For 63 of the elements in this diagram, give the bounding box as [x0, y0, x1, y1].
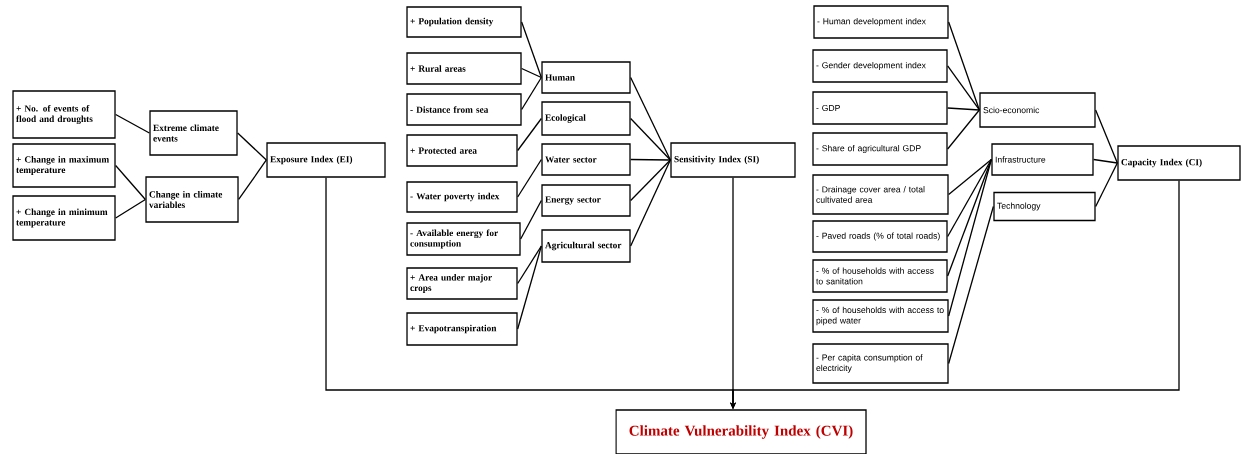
input-box: + Change in minimum temperature: [12, 195, 116, 241]
connector-line: [630, 159, 671, 202]
index-box: Exposure Index (EI): [266, 142, 386, 178]
input-box: - Available energy for consumption: [406, 222, 521, 256]
category-box: Change in climate variables: [145, 176, 239, 223]
connector-line: [521, 76, 542, 111]
connector-line: [115, 164, 146, 201]
index-box: Sensitivity Index (SI): [670, 142, 796, 178]
category-box: Scio-economic: [979, 92, 1096, 128]
input-box: - Per capita consumption of electricity: [812, 343, 949, 384]
connector-line: [517, 158, 542, 198]
input-box: - % of households with access to sanitation: [812, 259, 948, 293]
index-box: Capacity Index (CI): [1117, 145, 1241, 181]
connector-line: [947, 158, 992, 238]
connector-line: [115, 198, 146, 219]
input-box: + Rural areas: [406, 52, 522, 85]
connector-line: [521, 67, 542, 79]
connector-line: [948, 158, 992, 196]
connector-line: [1095, 162, 1118, 208]
connector-line: [630, 117, 671, 161]
connector-line: [630, 158, 671, 161]
input-box: + Population density: [406, 6, 522, 38]
connector-line: [521, 21, 542, 79]
input-box: - Drainage cover area / total cultivated area: [812, 174, 949, 215]
connector-line: [237, 132, 267, 161]
input-box: - Water poverty index: [406, 181, 518, 213]
connector-line: [115, 113, 150, 134]
connector-line: [948, 21, 980, 111]
input-box: + Protected area: [406, 134, 518, 167]
connector-line: [520, 199, 542, 240]
connector-line: [1095, 109, 1118, 164]
input-box: - Share of agricultural GDP: [812, 132, 948, 166]
input-box: + No. of events of flood and droughts: [12, 90, 116, 139]
connector-line: [947, 107, 980, 111]
connector-line: [1093, 158, 1118, 164]
category-box: Infrastructure: [991, 143, 1094, 176]
connector-line: [517, 245, 542, 285]
connector-line: [947, 109, 980, 150]
category-box: Human: [541, 61, 631, 94]
category-box: Agricultural sector: [541, 229, 631, 263]
input-box: - GDP: [812, 91, 948, 125]
category-box: Water sector: [541, 143, 631, 176]
connector-line: [238, 159, 267, 201]
result-box: Climate Vulnerability Index (CVI): [615, 409, 867, 454]
input-box: - Paved roads (% of total roads): [812, 220, 948, 253]
category-box: Technology: [993, 191, 1096, 222]
input-box: - Distance from sea: [406, 93, 522, 126]
input-box: + Area under major crops: [406, 267, 518, 300]
input-box: + Change in maximum temperature: [12, 143, 116, 188]
input-box: - % of households with access to piped water: [812, 299, 949, 333]
category-box: Ecological: [541, 101, 631, 136]
connector-line: [947, 65, 980, 111]
connector-line: [630, 76, 671, 161]
connector-line: [948, 205, 994, 365]
connector-line: [630, 159, 671, 247]
input-box: + Evapotranspiration: [406, 312, 518, 346]
category-box: Energy sector: [541, 184, 631, 217]
connector-line: [517, 245, 542, 330]
category-box: Extreme climate events: [149, 110, 238, 156]
input-box: - Human development index: [813, 5, 949, 39]
connector-line: [517, 117, 542, 152]
input-box: - Gender development index: [812, 49, 948, 83]
connector-line: [948, 158, 992, 317]
